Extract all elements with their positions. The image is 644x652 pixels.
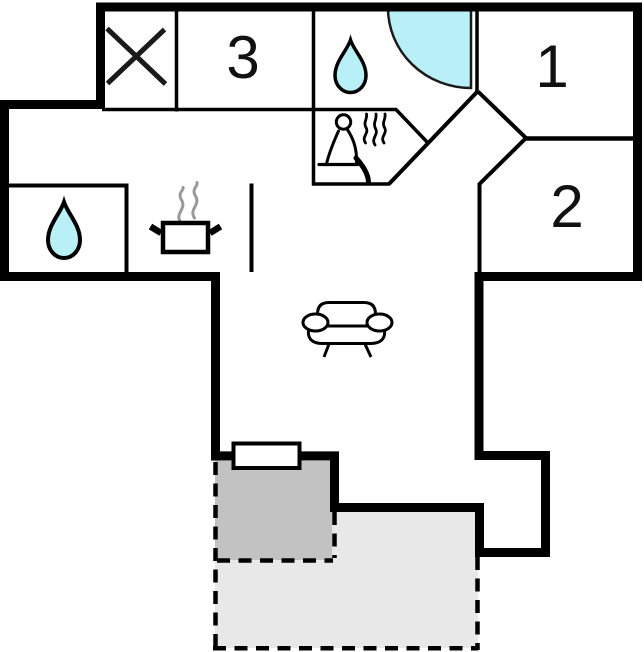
room-label-2: 2 [550,173,583,240]
person-body [317,127,371,185]
water-drop-icon [333,34,368,95]
interior-walls [4,5,637,274]
room-label-3: 3 [226,24,259,91]
room-label-1: 1 [535,33,568,100]
shower-icon [386,6,473,90]
water-drop-icon [45,195,83,261]
stove-icon [148,181,223,255]
terrace-door-icon [231,441,302,470]
wardrobe-cross-icon [105,26,168,86]
terrace-open-area [215,512,478,648]
sauna-icon [317,112,387,185]
steam-icon [177,181,199,224]
sofa-icon [301,301,394,358]
person-head [334,113,353,131]
steam-icon [362,112,387,147]
outer-walls [0,2,642,557]
terrace-covered-area [215,456,332,560]
terrace-dashed-boundary [213,462,480,651]
